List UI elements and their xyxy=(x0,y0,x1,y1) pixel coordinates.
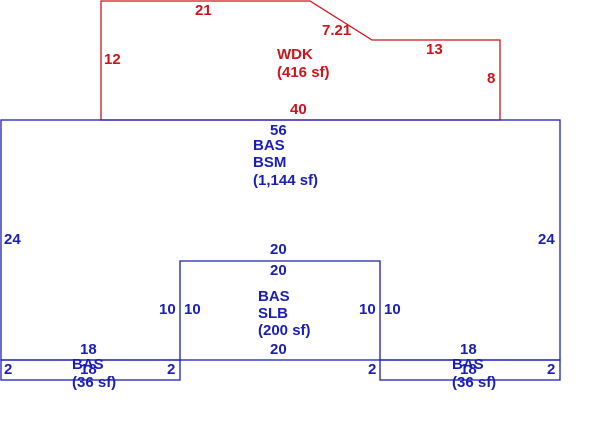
slb-dim-right-outer: 10 xyxy=(384,301,401,318)
right-wing-dim-right: 2 xyxy=(547,361,555,378)
slb-area: (200 sf) xyxy=(258,322,311,339)
left-wing-dim-left: 2 xyxy=(4,361,12,378)
bsm-area: (1,144 sf) xyxy=(253,172,318,189)
slb-dim-inner-top: 20 xyxy=(270,262,287,279)
wdk-dim-diagonal: 7.21 xyxy=(322,22,351,39)
bsm-dim-left: 24 xyxy=(4,231,21,248)
right-wing-dim-top: 18 xyxy=(460,341,477,358)
wdk-dim-top: 21 xyxy=(195,2,212,19)
left-wing-outline xyxy=(0,359,181,381)
bsm-outline xyxy=(0,119,561,361)
bsm-name: BAS xyxy=(253,137,285,154)
left-wing-dim-top: 18 xyxy=(80,341,97,358)
wdk-area: (416 sf) xyxy=(277,64,330,81)
bsm-sub: BSM xyxy=(253,154,286,171)
right-wing-dim-left: 2 xyxy=(368,361,376,378)
wdk-dim-right: 8 xyxy=(487,70,495,87)
wdk-dim-left: 12 xyxy=(104,51,121,68)
left-wing-dim-bottom: 18 xyxy=(80,361,97,378)
slb-name: BAS xyxy=(258,288,290,305)
bsm-dim-right: 24 xyxy=(538,231,555,248)
left-wing-name: BAS xyxy=(72,356,104,373)
right-wing-area: (36 sf) xyxy=(452,374,496,391)
slb-outline xyxy=(179,260,381,360)
slb-dim-bottom: 20 xyxy=(270,341,287,358)
wdk-dim-bottom: 40 xyxy=(290,101,307,118)
right-wing-name: BAS xyxy=(452,356,484,373)
slb-dim-right-inner: 10 xyxy=(359,301,376,318)
left-wing-dim-right: 2 xyxy=(167,361,175,378)
wdk-name: WDK xyxy=(277,46,313,63)
slb-dim-left-outer: 10 xyxy=(159,301,176,318)
slb-dim-outer-top: 20 xyxy=(270,241,287,258)
wdk-dim-step: 13 xyxy=(426,41,443,58)
right-wing-dim-bottom: 18 xyxy=(460,361,477,378)
left-wing-area: (36 sf) xyxy=(72,374,116,391)
bsm-dim-top: 56 xyxy=(270,122,287,139)
slb-sub: SLB xyxy=(258,305,288,322)
slb-dim-left-inner: 10 xyxy=(184,301,201,318)
right-wing-outline xyxy=(379,359,561,381)
